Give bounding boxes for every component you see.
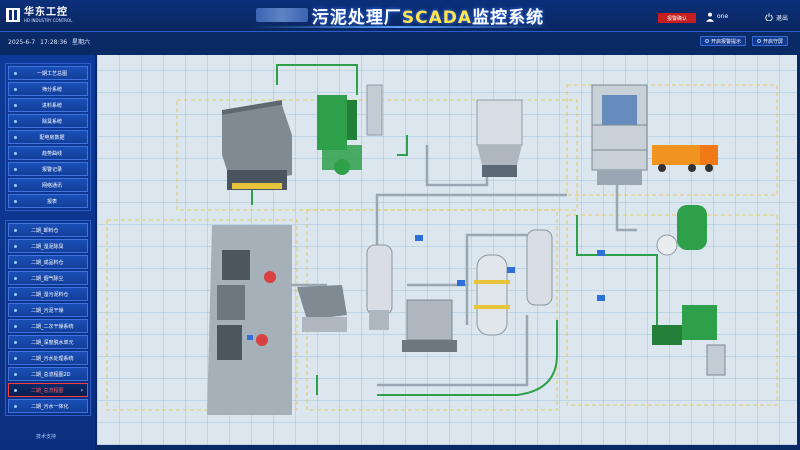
title-highlight: SCADA bbox=[401, 7, 473, 28]
sidebar-item-screening[interactable]: 筛分系统 bbox=[8, 82, 88, 96]
sidebar-group-phase2: 二期_卸料仓 二期_湿泥除臭 二期_成品料仓 二期_烟气除尘 二期_湿污泥料仓 … bbox=[5, 220, 91, 416]
bullet-icon bbox=[14, 151, 17, 155]
bullet-icon bbox=[14, 356, 17, 360]
sidebar-item-trend[interactable]: 趋势曲线 bbox=[8, 146, 88, 160]
title-part1: 污泥处理厂 bbox=[311, 7, 402, 28]
power-icon[interactable] bbox=[765, 13, 773, 21]
page-title: 污泥处理厂SCADA监控系统 bbox=[235, 2, 565, 28]
datetime: 2025-6-7 17:28:36 星期六 bbox=[8, 37, 90, 46]
scaffold-tower bbox=[591, 84, 648, 185]
weekday-text: 星期六 bbox=[72, 39, 91, 46]
sidebar-group-phase1: 一期工艺总图 筛分系统 进料系统 除臭系统 配电房数据 趋势曲线 报警记录 网络… bbox=[5, 63, 91, 211]
sidebar-item-deep-dewatering[interactable]: 二期_深度脱水单元 bbox=[8, 335, 88, 349]
vertical-reactor-1 bbox=[366, 244, 393, 330]
sidebar-item-wastewater-integrated[interactable]: 二期_污水一体化 bbox=[8, 399, 88, 413]
user-name[interactable]: one bbox=[717, 13, 729, 20]
company-logo: 华东工控 HD INDUSTRY CONTROL bbox=[6, 5, 102, 25]
enable-screen-lock-button[interactable]: 开启守屏 bbox=[752, 36, 788, 46]
enable-alarm-hint-button[interactable]: 开启报警提示 bbox=[700, 36, 746, 46]
vertical-reactor-3 bbox=[526, 229, 553, 306]
bullet-icon bbox=[14, 324, 17, 328]
sidebar-item-power-room[interactable]: 配电房数据 bbox=[8, 130, 88, 144]
sidebar: 一期工艺总图 筛分系统 进料系统 除臭系统 配电房数据 趋势曲线 报警记录 网络… bbox=[0, 55, 95, 450]
bullet-icon bbox=[14, 292, 17, 296]
sidebar-item-product-bin[interactable]: 二期_成品料仓 bbox=[8, 255, 88, 269]
bullet-icon bbox=[14, 244, 17, 248]
bullet-icon bbox=[14, 71, 17, 75]
sidebar-item-flowchart-active[interactable]: 二期_总流程图› bbox=[8, 383, 88, 397]
bullet-icon bbox=[14, 276, 17, 280]
time-text: 17:28:36 bbox=[40, 39, 68, 46]
vertical-reactor-2 bbox=[474, 254, 510, 336]
bullet-icon bbox=[14, 167, 17, 171]
sludge-storage-pad bbox=[207, 225, 292, 415]
top-header: 华东工控 HD INDUSTRY CONTROL 污泥处理厂SCADA监控系统 … bbox=[0, 0, 800, 32]
bullet-icon bbox=[14, 260, 17, 264]
process-overview-canvas bbox=[97, 55, 797, 445]
user-icon bbox=[706, 12, 714, 22]
gray-pipes bbox=[287, 145, 637, 387]
bullet-icon bbox=[14, 119, 17, 123]
sidebar-item-report[interactable]: 报表 bbox=[8, 194, 88, 208]
bullet-icon bbox=[14, 388, 17, 392]
date-text: 2025-6-7 bbox=[8, 39, 36, 46]
title-part2: 监控系统 bbox=[472, 7, 545, 28]
sidebar-item-wet-sludge-bin[interactable]: 二期_湿污泥料仓 bbox=[8, 287, 88, 301]
sidebar-item-wet-sludge-deodor[interactable]: 二期_湿泥除臭 bbox=[8, 239, 88, 253]
bullet-icon bbox=[14, 135, 17, 139]
sidebar-item-wastewater[interactable]: 二期_污水处理系统 bbox=[8, 351, 88, 365]
bullet-icon bbox=[14, 308, 17, 312]
logo-chinese-name: 华东工控 bbox=[24, 6, 68, 18]
dump-truck bbox=[652, 145, 718, 172]
lock-icon bbox=[756, 39, 761, 43]
logout-button[interactable]: 退出 bbox=[776, 15, 789, 22]
chevron-right-icon: › bbox=[80, 387, 83, 394]
bullet-icon bbox=[14, 103, 17, 107]
green-scrubber bbox=[652, 205, 726, 376]
bullet-icon bbox=[14, 340, 17, 344]
sidebar-item-phase1-overview[interactable]: 一期工艺总图 bbox=[8, 66, 88, 80]
bullet-icon bbox=[14, 87, 17, 91]
sidebar-item-alarm-log[interactable]: 报警记录 bbox=[8, 162, 88, 176]
sidebar-item-unload-bin[interactable]: 二期_卸料仓 bbox=[8, 223, 88, 237]
equipment-building-center bbox=[476, 99, 523, 177]
pumps bbox=[247, 235, 605, 340]
bullet-icon bbox=[14, 228, 17, 232]
logo-english-name: HD INDUSTRY CONTROL bbox=[24, 17, 73, 23]
bell-icon bbox=[704, 39, 709, 43]
sidebar-item-feeding[interactable]: 进料系统 bbox=[8, 98, 88, 112]
green-pipes bbox=[251, 64, 658, 396]
bullet-icon bbox=[14, 183, 17, 187]
green-dryer bbox=[317, 84, 383, 175]
bullet-icon bbox=[14, 372, 17, 376]
sidebar-item-deodorization[interactable]: 除臭系统 bbox=[8, 114, 88, 128]
conveyor-hopper bbox=[297, 285, 347, 332]
bullet-icon bbox=[14, 404, 17, 408]
sidebar-item-network[interactable]: 网络通讯 bbox=[8, 178, 88, 192]
sidebar-item-sludge-drying[interactable]: 二期_污泥干燥 bbox=[8, 303, 88, 317]
title-underline bbox=[250, 26, 550, 28]
sidebar-item-secondary-drying[interactable]: 二期_二次干燥系统 bbox=[8, 319, 88, 333]
tech-support-link[interactable]: 技术支持 bbox=[36, 434, 57, 440]
logo-mark-icon bbox=[6, 8, 20, 22]
bullet-icon bbox=[14, 199, 17, 203]
mixer-tank bbox=[402, 299, 457, 352]
alarm-confirm-button[interactable]: 报警确认 bbox=[658, 13, 696, 23]
process-diagram bbox=[106, 64, 778, 415]
blurred-title-prefix bbox=[255, 8, 308, 22]
sidebar-item-flue-dust[interactable]: 二期_烟气除尘 bbox=[8, 271, 88, 285]
exhaust-tower bbox=[222, 100, 292, 190]
sidebar-item-flowchart-2d[interactable]: 二期_总流程图2D bbox=[8, 367, 88, 381]
